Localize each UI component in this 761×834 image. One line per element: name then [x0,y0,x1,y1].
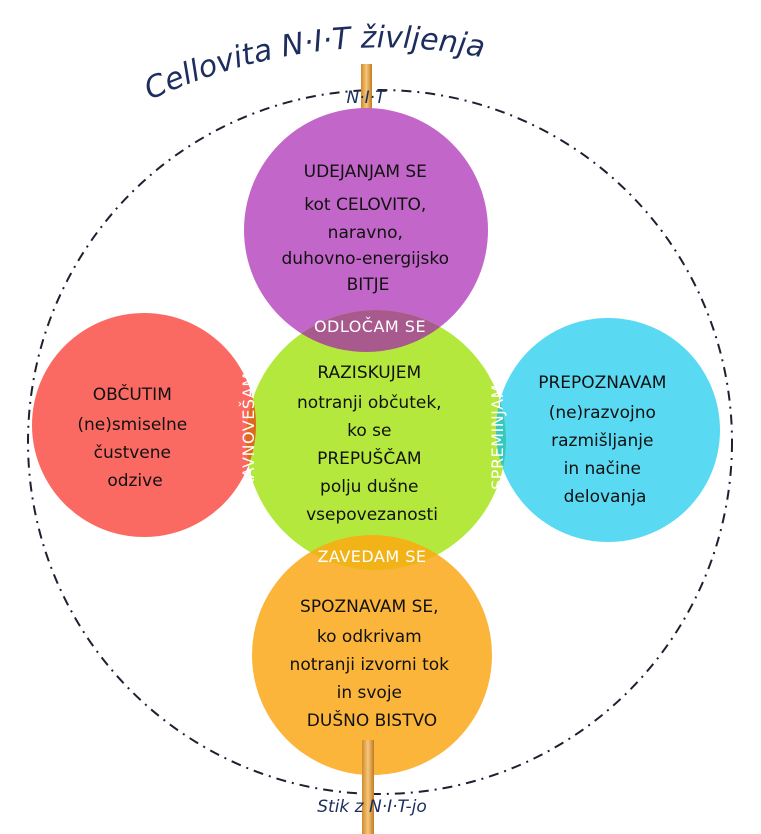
center-circle-text: RAZISKUJEM notranji občutek, ko se PREPU… [297,363,447,525]
overlap-right-label: SPREMINJAM [488,384,507,490]
center-circle [246,310,506,570]
bottom-circle-text: SPOZNAVAM SE, ko odkrivam notranji izvor… [290,597,455,731]
top-circle [244,108,488,352]
bottom-thread [362,740,374,834]
left-circle-text: OBČUTIM (ne)smiselne čustvene odzive [77,383,192,491]
top-thread [361,64,372,144]
overlap-bottom-label: ZAVEDAM SE [317,547,426,566]
left-circle [32,313,256,537]
overlap-left-label: URAVNOVEŠAM [239,372,258,501]
bottom-circle [252,535,492,775]
top-nit-label: N·I·T [347,88,388,108]
right-circle [496,318,720,542]
top-circle-text: UDEJANJAM SE kot CELOVITO, naravno, duho… [282,162,455,295]
bottom-connect-label: Stik z N·I·T-jo [317,797,427,817]
right-circle-text: PREPOZNAVAM (ne)razvojno razmišljanje in… [538,373,672,507]
outer-dashed-circle [27,89,733,795]
overlap-top-label: ODLOČAM SE [314,317,426,336]
